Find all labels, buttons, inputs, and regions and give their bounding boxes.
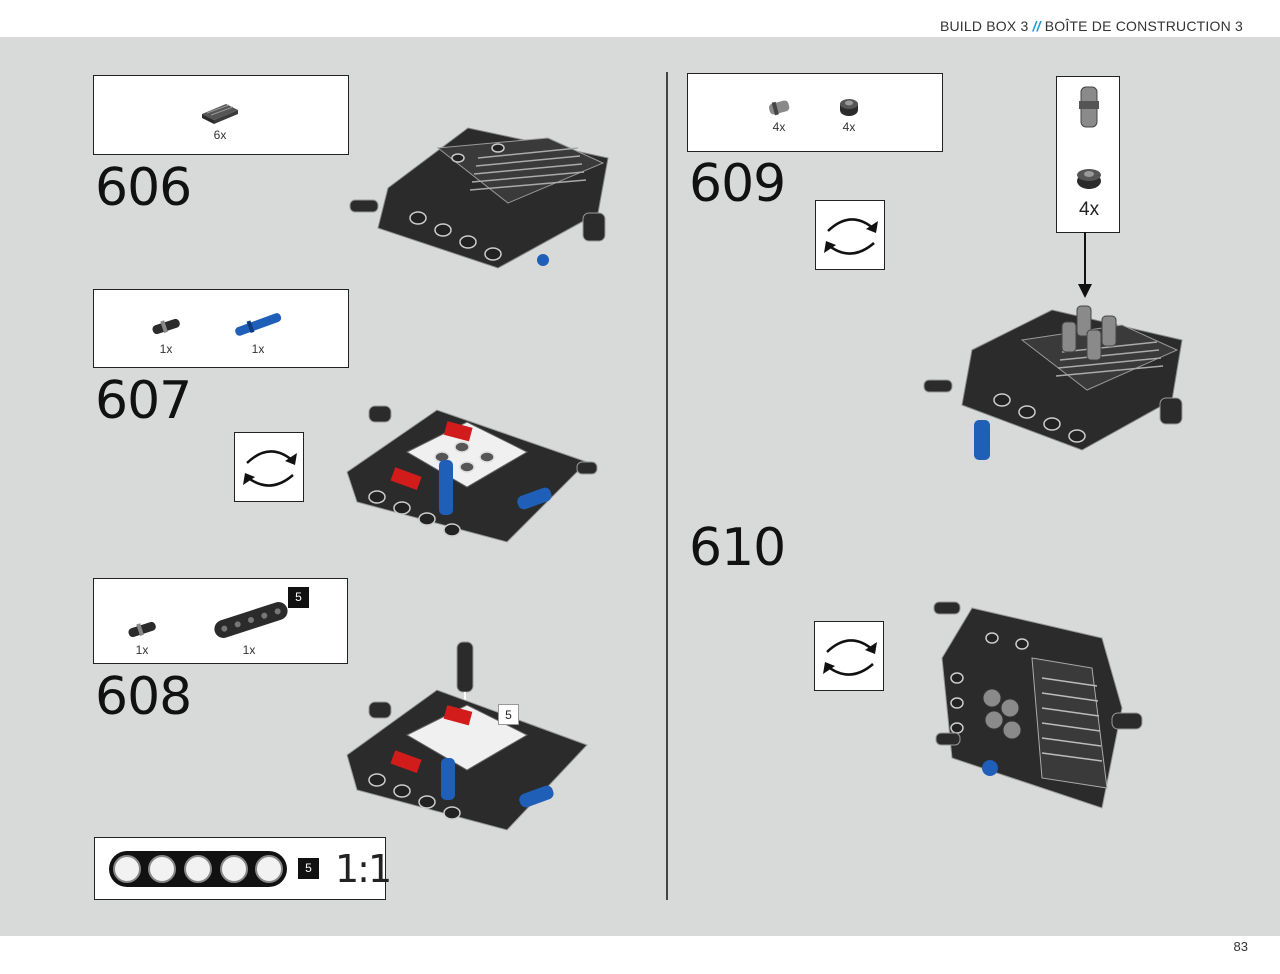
model-step-606 (349, 127, 609, 269)
rotate-model-icon-607 (234, 432, 304, 502)
model-step-608 (346, 641, 588, 831)
step-number-609: 609 (689, 154, 786, 214)
subassembly-qty: 4x (1079, 199, 1100, 220)
black-connector-pin-icon (128, 621, 156, 638)
top-bar (0, 0, 1280, 37)
rotate-model-icon-609 (815, 200, 885, 270)
part-qty: 1x (242, 643, 256, 657)
subassembly-callout-609: 4x (1056, 76, 1120, 233)
step-number-610: 610 (689, 518, 786, 578)
header-separator: // (1032, 18, 1041, 34)
bush-to-cap-diagram (1077, 86, 1101, 189)
callout-length-badge: 5 (498, 704, 519, 725)
part-qty: 6x (213, 128, 227, 142)
parts-list-609: 4x 4x (687, 73, 943, 152)
beam-icon (214, 602, 288, 638)
black-connector-pin-icon (152, 318, 180, 335)
rotate-model-icon-610 (814, 621, 884, 691)
part-black-pin: 1x (122, 617, 162, 657)
page-header: BUILD BOX 3//BOÎTE DE CONSTRUCTION 3 (940, 18, 1243, 34)
part-qty: 4x (842, 120, 856, 134)
parts-list-606: 6x (93, 75, 349, 155)
header-build-box: BUILD BOX 3 (939, 18, 1029, 34)
beam-scale-box: 5 1:1 (94, 837, 392, 900)
model-step-607 (346, 405, 598, 543)
scale-ratio: 1:1 (335, 847, 392, 891)
model-step-610 (933, 601, 1143, 809)
parts-list-608: 1x 1x 5 (93, 578, 348, 664)
part-blue-pin: 1x (228, 304, 288, 356)
step-number-607: 607 (95, 371, 192, 431)
gray-bush-icon (768, 100, 790, 116)
part-black-pin: 1x (146, 310, 186, 356)
scale-length-badge: 5 (298, 858, 319, 879)
step-number-606: 606 (95, 158, 192, 218)
step-number-608: 608 (95, 667, 192, 727)
header-boite: BOÎTE DE CONSTRUCTION 3 (1044, 18, 1243, 34)
footer-strip (0, 936, 1280, 974)
round-cap-icon (840, 99, 858, 116)
part-round-cap: 4x (834, 96, 864, 134)
part-qty: 1x (159, 342, 173, 356)
part-flat-tile: 6x (195, 96, 245, 142)
page-number: 83 (1233, 939, 1248, 954)
parts-list-607: 1x 1x (93, 289, 349, 368)
flat-tile-icon (202, 104, 238, 124)
model-step-609 (923, 305, 1183, 460)
beam-scale-icon (109, 851, 287, 887)
part-qty: 4x (772, 120, 786, 134)
part-gray-bush: 4x (764, 96, 794, 134)
callout-arrow (1078, 232, 1092, 298)
beam-length-badge: 5 (288, 587, 309, 608)
part-qty: 1x (251, 342, 265, 356)
blue-axle-pin-icon (235, 313, 282, 336)
column-divider (666, 72, 668, 900)
part-beam: 1x (204, 595, 294, 657)
part-qty: 1x (135, 643, 149, 657)
